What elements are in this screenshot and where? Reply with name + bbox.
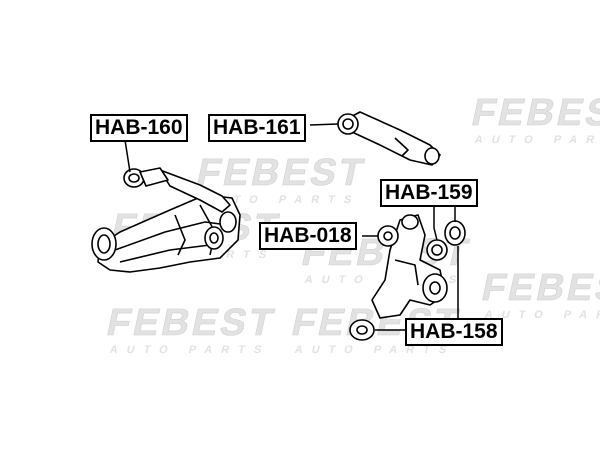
knuckle-drawing: [349, 214, 466, 341]
watermark-tagline: AUTO PARTS: [484, 309, 600, 321]
part-label-hab159: HAB-159: [380, 179, 478, 207]
upper-link-drawing: [337, 111, 441, 166]
watermark-brand: FEBEST: [103, 301, 280, 344]
part-label-hab161: HAB-161: [208, 114, 306, 142]
watermark-brand: FEBEST: [478, 266, 600, 309]
watermark-tagline: AUTO PARTS: [199, 194, 362, 206]
watermark-tagline: AUTO PARTS: [474, 134, 600, 146]
watermark-tagline: AUTO PARTS: [109, 344, 272, 356]
part-label-hab018: HAB-018: [259, 222, 357, 250]
leader-lines: [124, 123, 459, 331]
part-label-hab160: HAB-160: [90, 114, 188, 142]
leader-hab160: [124, 139, 131, 173]
leader-hab161: [309, 123, 339, 126]
watermark-brand: FEBEST: [193, 151, 370, 194]
watermark-tagline: AUTO PARTS: [294, 344, 457, 356]
part-label-hab158: HAB-158: [405, 318, 503, 346]
lower-control-arm-drawing: [91, 167, 241, 273]
leader-hab159: [433, 205, 438, 241]
watermark-brand: FEBEST: [468, 91, 600, 134]
